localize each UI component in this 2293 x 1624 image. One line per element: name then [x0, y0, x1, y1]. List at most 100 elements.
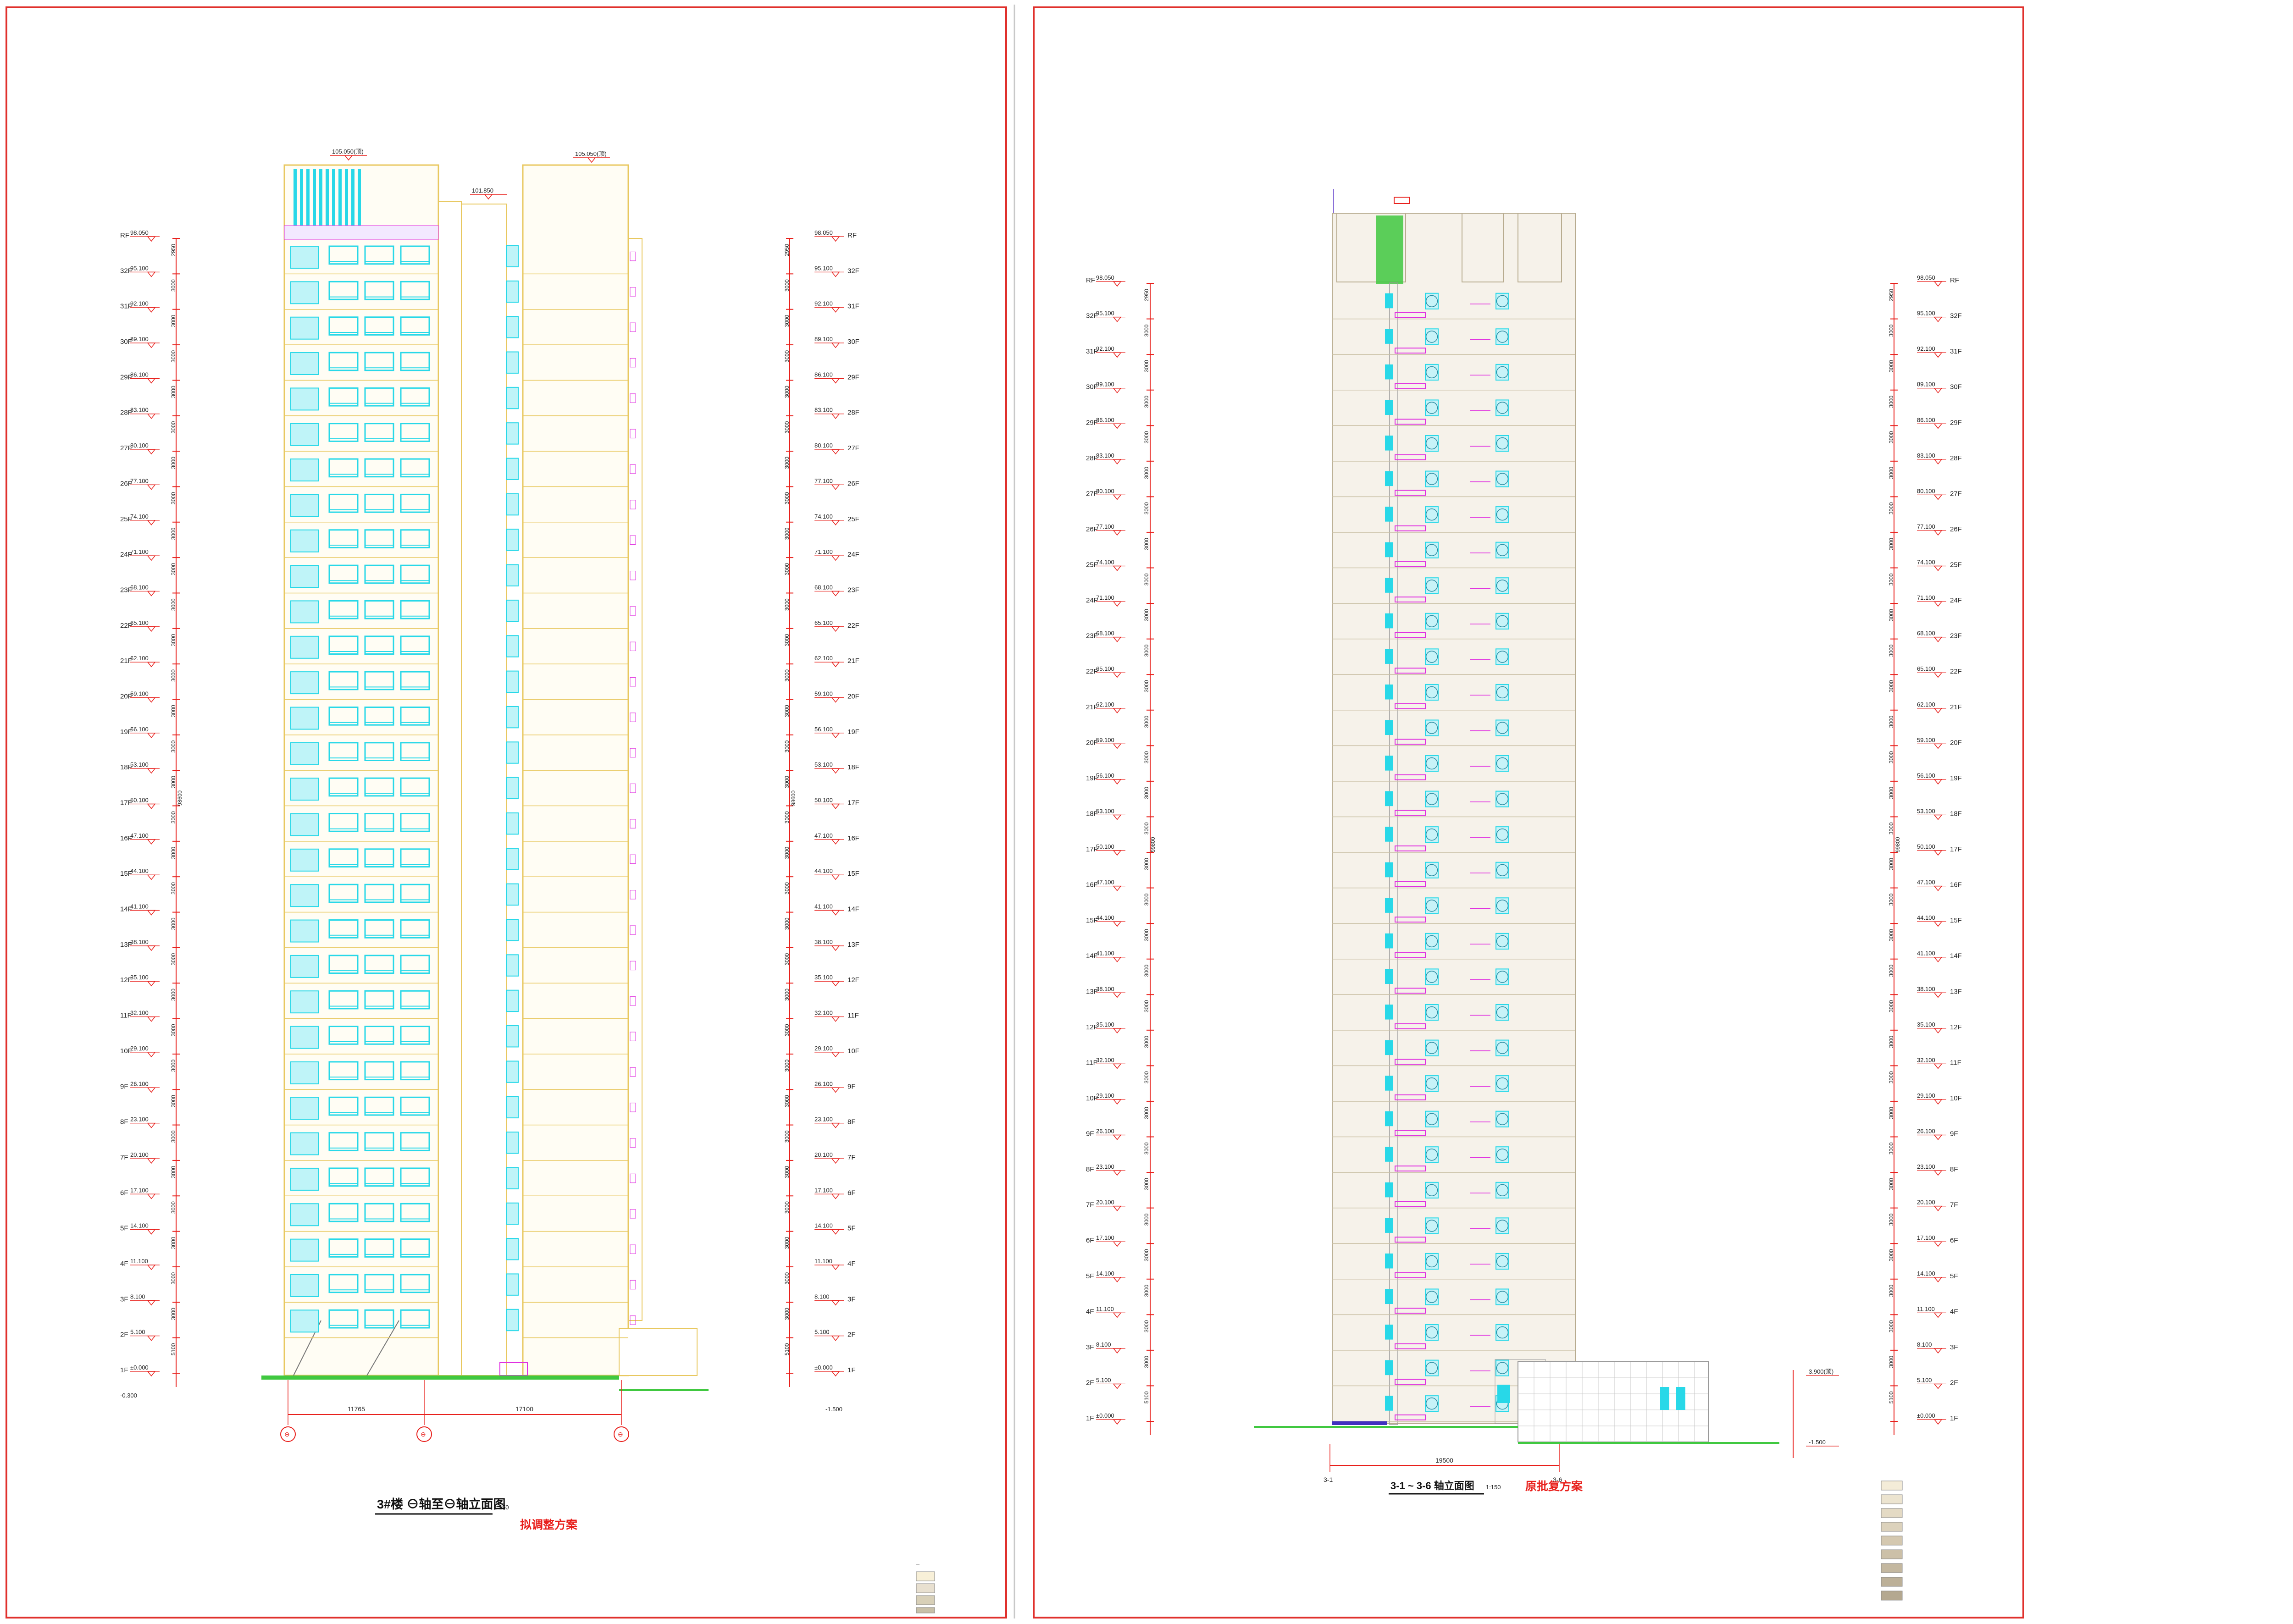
floor-height-dim: 3000 — [1888, 822, 1894, 834]
floor-height-dim: 3000 — [170, 811, 177, 823]
right-tower — [1332, 213, 1576, 1424]
floor-height-dim: 3000 — [1143, 1356, 1150, 1368]
left-balcony-frame — [364, 1238, 394, 1258]
elev-label: 89.100 — [814, 336, 833, 342]
left-balcony-frame — [400, 564, 430, 584]
right-window-round — [1425, 826, 1439, 843]
elev-marker — [1113, 494, 1122, 500]
floor-label: 19F — [120, 728, 132, 736]
elev-label: 83.100 — [1096, 452, 1114, 459]
left-window-b — [506, 812, 519, 835]
left-balcony-frame — [400, 1096, 430, 1116]
elev-marker — [831, 981, 840, 987]
right-window-round — [1425, 1146, 1439, 1163]
floor-label: 29F — [847, 373, 859, 381]
elev-label: 68.100 — [1917, 630, 1935, 637]
right-window-ring-2 — [1496, 1006, 1509, 1019]
elev-marker — [147, 839, 156, 845]
elev-label: ±0.000 — [130, 1364, 149, 1371]
floor-label: 23F — [1086, 632, 1098, 640]
right-window-round — [1425, 968, 1439, 985]
floor-height-dim: 3000 — [170, 740, 177, 752]
floor-height-dim: 3000 — [784, 705, 790, 717]
floor-height-dim: 3000 — [1143, 822, 1150, 834]
right-window-round-2 — [1495, 541, 1509, 558]
elev-label: 80.100 — [1096, 487, 1114, 494]
elev-label: 86.100 — [130, 371, 149, 378]
floor-label: 18F — [1086, 810, 1098, 818]
left-balcony-frame — [328, 919, 359, 939]
elev-marker — [831, 378, 840, 384]
floor-label: 28F — [847, 409, 859, 417]
elev-label: 65.100 — [1917, 665, 1935, 672]
left-balcony-frame — [328, 1203, 359, 1222]
left-balcony-frame — [328, 955, 359, 974]
right-window-ring-2 — [1496, 971, 1509, 983]
floor-height-dim: 3000 — [1143, 1249, 1150, 1261]
floor-height-dim: 3000 — [784, 846, 790, 859]
elev-label: 98.050 — [130, 229, 149, 236]
elev-label: 68.100 — [814, 584, 833, 591]
left-window-b — [506, 1096, 519, 1119]
left-vent — [630, 570, 636, 580]
elev-marker — [147, 555, 156, 561]
right-title: 3-1 ~ 3-6 轴立面图 — [1390, 1480, 1474, 1491]
floor-label: 32F — [120, 267, 132, 275]
left-balcony-frame — [400, 813, 430, 832]
floor-label: 2F — [1086, 1379, 1094, 1386]
left-window-b — [506, 883, 519, 906]
elev-marker — [831, 803, 840, 809]
right-window-ring-2 — [1496, 864, 1509, 876]
elev-marker — [147, 342, 156, 348]
elev-marker — [831, 1265, 840, 1270]
elev-marker — [1113, 352, 1122, 358]
floor-label: RF — [1950, 276, 1959, 284]
floor-height-dim: 3000 — [1143, 787, 1150, 799]
elev-label: 95.100 — [1096, 310, 1114, 317]
elev-marker — [147, 307, 156, 313]
left-window-b — [506, 280, 519, 303]
floor-height-dim: 3000 — [170, 1201, 177, 1214]
floor-height-dim: 3000 — [784, 563, 790, 575]
elev-marker — [831, 484, 840, 490]
floor-height-dim: 3000 — [170, 457, 177, 469]
top-elev-label: 105.050(顶) — [332, 148, 364, 155]
elev-marker — [1113, 779, 1122, 785]
floor-label: 12F — [1950, 1023, 1962, 1031]
left-balcony-frame — [328, 387, 359, 407]
left-balcony-frame — [364, 1132, 394, 1151]
right-window-cyan — [1385, 613, 1393, 629]
elev-marker — [831, 697, 840, 703]
floor-height-dim: 3000 — [1888, 1356, 1894, 1368]
elev-label: ±0.000 — [1917, 1412, 1935, 1419]
left-vent — [630, 677, 636, 687]
elev-label: 95.100 — [1917, 310, 1935, 317]
floor-label: 12F — [120, 976, 132, 984]
left-window-cyan — [290, 1026, 319, 1049]
floor-label: 2F — [1950, 1379, 1958, 1386]
left-window-b — [506, 1061, 519, 1083]
right-crown-mid — [1462, 213, 1504, 282]
elev-label: 29.100 — [1917, 1092, 1935, 1099]
right-window-ring — [1425, 686, 1438, 699]
floor-label: 7F — [120, 1154, 128, 1161]
elev-label: 38.100 — [1096, 985, 1114, 992]
right-window-ring — [1425, 651, 1438, 663]
right-balcony-rail — [1395, 490, 1426, 496]
elev-marker — [147, 1122, 156, 1128]
left-window-b — [506, 493, 519, 516]
elev-label: 44.100 — [130, 867, 149, 874]
right-balcony-rail — [1395, 561, 1426, 567]
elev-label: 68.100 — [1096, 630, 1114, 637]
left-window-b — [506, 316, 519, 338]
left-balcony-frame — [328, 990, 359, 1010]
floor-label: 1F — [1950, 1414, 1958, 1422]
floor-height-dim: 3000 — [784, 1308, 790, 1320]
elev-marker — [147, 413, 156, 419]
floor-label: 31F — [1086, 348, 1098, 355]
right-window-cyan — [1385, 471, 1393, 486]
left-note: 拟调整方案 — [520, 1518, 578, 1531]
floor-height-dim: 3000 — [1888, 1249, 1894, 1261]
right-crown-right — [1518, 213, 1562, 282]
elev-marker — [1933, 1063, 1943, 1069]
